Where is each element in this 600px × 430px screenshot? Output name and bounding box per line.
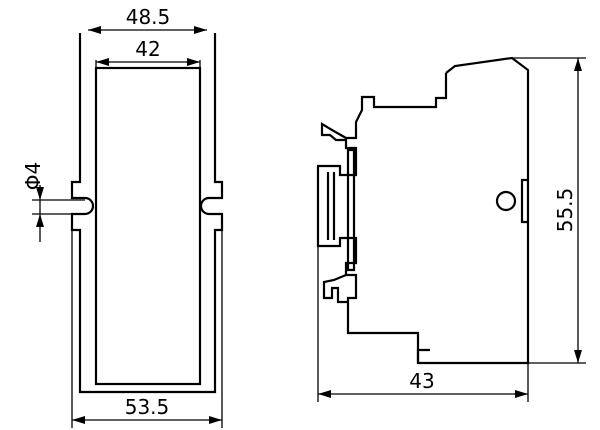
dimension-label-top-outer: 48.5	[126, 5, 171, 29]
dimension-label-bottom-width: 53.5	[125, 395, 170, 419]
side-bottom-clip	[322, 273, 348, 304]
side-screw-circle	[495, 190, 517, 212]
front-face-plate	[94, 66, 202, 386]
dimension-label-side-height: 55.5	[553, 188, 577, 233]
dimension-label-top-inner: 42	[135, 37, 160, 61]
side-bottom-foot	[416, 348, 430, 363]
dimension-label-hole: Φ4	[21, 162, 45, 190]
side-right-tab	[520, 178, 528, 224]
side-rail-channel	[326, 172, 336, 240]
dimension-hole: Φ4	[21, 162, 85, 242]
side-top-clip	[320, 122, 347, 142]
dimension-side-height: 55.5	[512, 57, 586, 364]
dimension-top-inner: 42	[95, 37, 201, 68]
front-body-outline	[70, 33, 224, 394]
dimension-side-depth: 43	[317, 246, 529, 402]
dimension-top-outer: 48.5	[88, 5, 207, 34]
side-housing-outline	[316, 56, 530, 365]
side-spring-detail	[346, 148, 356, 272]
front-view	[70, 33, 224, 394]
side-view	[316, 56, 530, 365]
dimension-label-side-depth: 43	[409, 369, 434, 393]
dimension-bottom-width: 53.5	[71, 230, 223, 428]
